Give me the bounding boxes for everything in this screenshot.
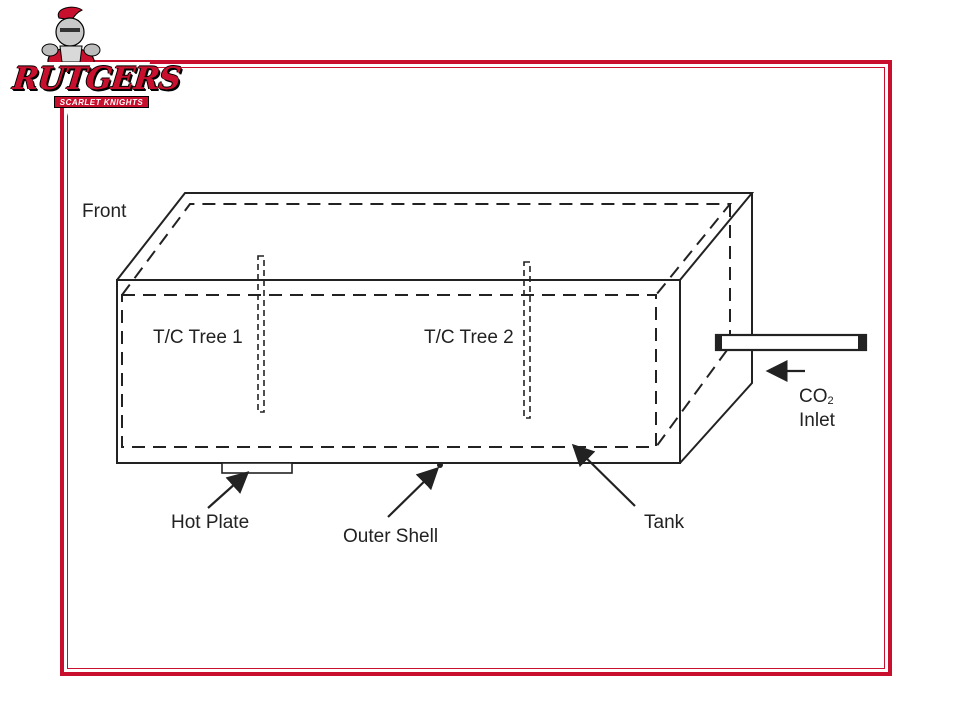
co2-label: CO2 [799, 386, 834, 412]
tank-front-dashed [121, 294, 657, 448]
logo-tagline: SCARLET KNIGHTS [54, 96, 149, 108]
tank-right-dashed [655, 204, 731, 448]
hot-plate-arrow [207, 471, 250, 509]
co2-text: CO [799, 386, 828, 407]
box-front-face [116, 279, 681, 464]
rutgers-logo: RUTGERS SCARLET KNIGHTS [4, 4, 182, 122]
outer-shell-arrow [387, 466, 440, 518]
co2-subscript: 2 [827, 395, 834, 407]
tank-top-dashed [121, 203, 733, 296]
box-right-face [679, 193, 753, 464]
co2-pipe-end [858, 335, 866, 350]
outer-shell-marker [437, 462, 443, 468]
outer-shell-label: Outer Shell [343, 526, 439, 547]
hot-plate-label: Hot Plate [171, 512, 250, 533]
tc-tree-2 [523, 261, 531, 419]
box-top-face [116, 192, 755, 281]
tank-arrow [571, 443, 636, 507]
knight-mascot-icon [10, 6, 150, 122]
co2-pipe-start [716, 335, 722, 350]
hot-plate [221, 462, 293, 474]
inlet-label: Inlet [799, 410, 835, 431]
tank-label: Tank [644, 512, 685, 533]
tc-tree-1-label: T/C Tree 1 [153, 327, 243, 348]
slide-frame-inner [67, 67, 885, 669]
front-label: Front [82, 201, 127, 222]
tc-tree-2-label: T/C Tree 2 [424, 327, 514, 348]
co2-inlet-pipe [714, 333, 868, 352]
tc-tree-1 [257, 255, 265, 413]
slide-frame-outer [60, 60, 892, 676]
